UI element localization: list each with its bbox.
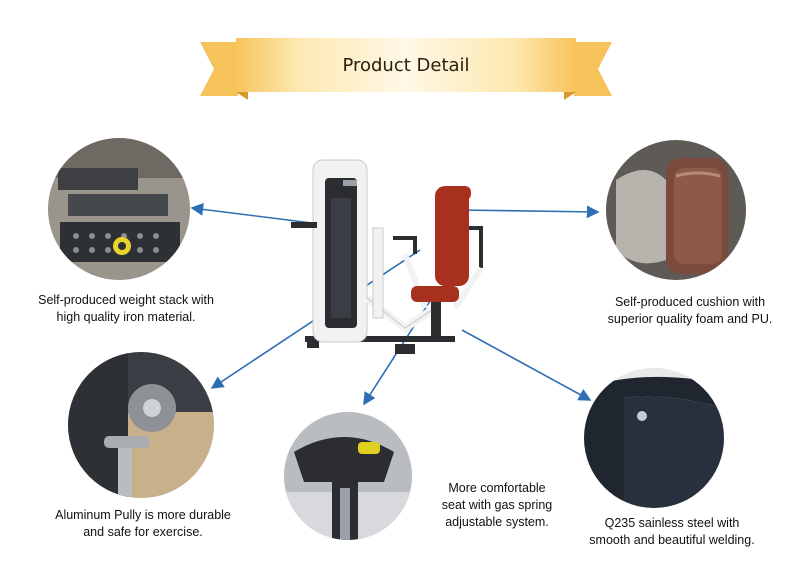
product-detail-banner: Product Detail xyxy=(200,38,612,100)
caption-cushion: Self-produced cushion with superior qual… xyxy=(607,295,773,326)
cushion-photo xyxy=(606,140,746,280)
caption-seat: More comfortable seat with gas spring ad… xyxy=(441,481,553,529)
chest-fly-machine-illustration xyxy=(285,158,490,358)
steel-welding-photo xyxy=(584,368,724,508)
weight-stack-photo xyxy=(48,138,190,280)
seat-adjuster-photo xyxy=(284,412,412,540)
ribbon-graphic xyxy=(200,38,612,100)
page-title: Product Detail xyxy=(342,55,470,76)
pulley-photo xyxy=(68,352,214,498)
caption-pulley: Aluminum Pully is more durable and safe … xyxy=(55,508,231,539)
caption-steel: Q235 sainless steel with smooth and beau… xyxy=(589,516,755,547)
caption-weight-stack: Self-produced weight stack with high qua… xyxy=(38,293,214,324)
